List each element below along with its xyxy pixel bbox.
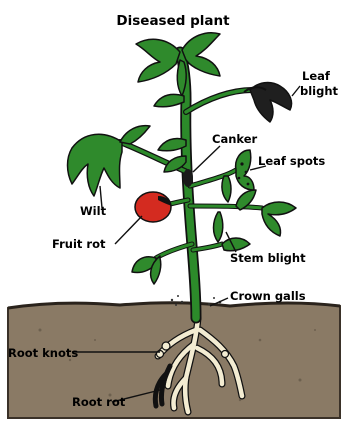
label-wilt: Wilt (80, 204, 107, 218)
label-leaf-blight-1: Leaf (302, 69, 331, 83)
label-fruit-rot: Fruit rot (52, 237, 106, 251)
label-crown-galls: Crown galls (230, 289, 306, 303)
diagram-title: Diseased plant (116, 13, 230, 29)
label-stem-blight: Stem blight (230, 251, 306, 265)
label-canker: Canker (212, 132, 258, 146)
canker-spot (183, 169, 193, 187)
label-root-knots: Root knots (8, 346, 78, 360)
label-leaf-spots: Leaf spots (258, 154, 325, 168)
label-leaf-blight-2: blight (300, 84, 339, 98)
label-root-rot: Root rot (72, 395, 126, 409)
